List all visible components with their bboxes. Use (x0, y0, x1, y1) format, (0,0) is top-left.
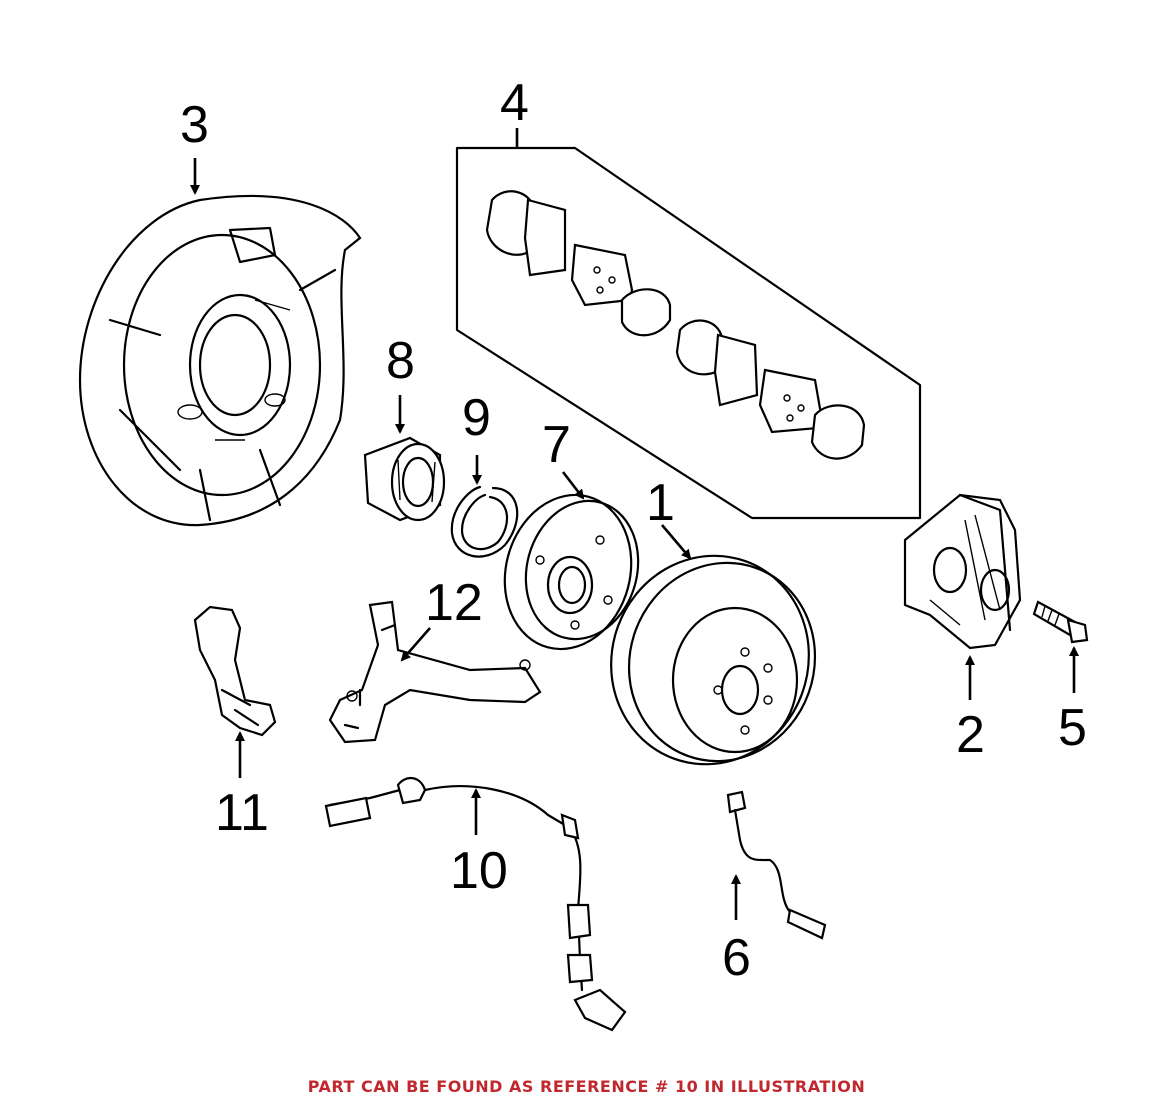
callout-5: 5 (1058, 699, 1087, 757)
callout-10: 10 (450, 842, 508, 900)
callout-6: 6 (722, 929, 751, 987)
leader-12 (400, 627, 431, 662)
callout-4: 4 (500, 74, 529, 132)
part-6-brake-hose (726, 790, 827, 940)
part-7-hub-flange (503, 493, 640, 651)
part-12-bracket (328, 600, 542, 744)
part-3-backing-plate (78, 194, 362, 527)
part-9-snap-ring (450, 485, 519, 558)
callout-9: 9 (462, 389, 491, 447)
reference-note: PART CAN BE FOUND AS REFERENCE # 10 IN I… (307, 1077, 866, 1096)
part-10-abs-sensor-wire (324, 777, 627, 1032)
part-2-brake-caliper (903, 493, 1022, 650)
callout-3: 3 (180, 96, 209, 154)
callout-labels: 3 4 8 9 7 1 12 2 5 11 10 6 (180, 74, 1087, 987)
callout-12: 12 (425, 574, 483, 632)
callout-8: 8 (386, 332, 415, 390)
callout-1: 1 (646, 474, 675, 532)
callout-11: 11 (215, 784, 269, 842)
part-1-brake-rotor (610, 554, 817, 766)
part-4-pad-kit (455, 146, 922, 520)
callout-2: 2 (956, 706, 985, 764)
callout-7: 7 (542, 416, 571, 474)
leader-7 (561, 471, 585, 500)
leader-arrows (190, 128, 1079, 920)
part-11-sensor-bracket (193, 605, 277, 737)
part-8-wheel-bearing (363, 436, 446, 522)
part-5-bleeder-screw (1032, 600, 1089, 644)
leader-1 (661, 524, 692, 560)
